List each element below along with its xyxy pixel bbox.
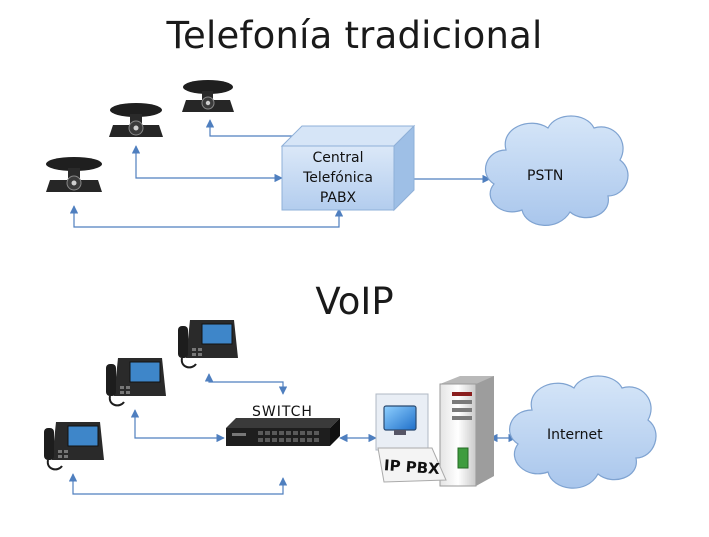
rotary-phone-3 [182, 80, 234, 112]
pbx-label-line-3: PABX [319, 190, 357, 206]
line-ipphone1-switch [68, 473, 288, 495]
line-phone1-pbx [69, 205, 344, 228]
voip-section: IP PBX [44, 320, 657, 495]
line-ipphone2-switch [130, 409, 225, 443]
ip-phone-3 [178, 320, 238, 369]
line-phone2-pbx [131, 145, 283, 183]
ip-phone-1 [44, 422, 104, 471]
ip-pbx-label: IP PBX [383, 456, 440, 478]
ip-pbx-server [375, 376, 494, 487]
traditional-section [46, 80, 629, 228]
pbx-label-line-2: Telefónica [303, 170, 373, 186]
line-ipphone3-switch [204, 373, 288, 395]
pbx-box [280, 124, 416, 212]
switch-label: SWITCH [252, 404, 313, 420]
voip-title: VoIP [315, 280, 394, 323]
ip-phone-2 [106, 358, 166, 407]
pbx-label: Central Telefónica PABX [282, 148, 394, 208]
internet-cloud [509, 375, 657, 489]
network-switch [226, 418, 340, 446]
traditional-telephony-title: Telefonía tradicional [166, 14, 543, 57]
pbx-label-line-1: Central [312, 150, 364, 166]
pstn-cloud [484, 115, 629, 226]
rotary-phone-1 [46, 157, 102, 192]
rotary-phone-2 [109, 103, 163, 137]
pstn-label: PSTN [527, 168, 564, 184]
internet-label: Internet [547, 427, 603, 443]
